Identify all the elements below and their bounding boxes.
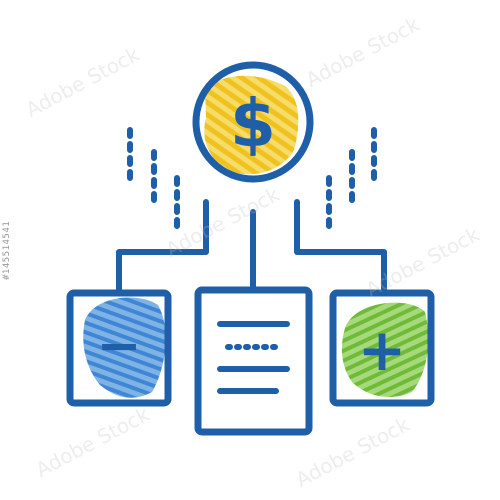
document-box (194, 286, 313, 436)
connector-lines (116, 199, 387, 295)
connector-left (116, 199, 209, 295)
minus-sign: − (96, 314, 141, 377)
coin-scribble-fill (204, 75, 299, 175)
plus-box-scribble (341, 302, 429, 397)
plus-box: + (329, 289, 435, 407)
plus-sign: + (358, 316, 407, 384)
minus-box: − (66, 289, 172, 407)
plus-box-outline (329, 289, 435, 407)
coin-outline (192, 61, 314, 183)
motion-dashes-left (127, 127, 180, 229)
dollar-sign: $ (230, 85, 276, 162)
dollar-coin-icon: $ (192, 61, 314, 183)
connector-right (294, 199, 387, 295)
minus-box-outline (66, 289, 172, 407)
minus-box-scribble (83, 297, 166, 398)
stock-id-label: #145514541 (2, 220, 12, 280)
document-text-lines (217, 321, 290, 394)
motion-dashes-right (326, 127, 377, 229)
document-box-outline (194, 286, 313, 436)
